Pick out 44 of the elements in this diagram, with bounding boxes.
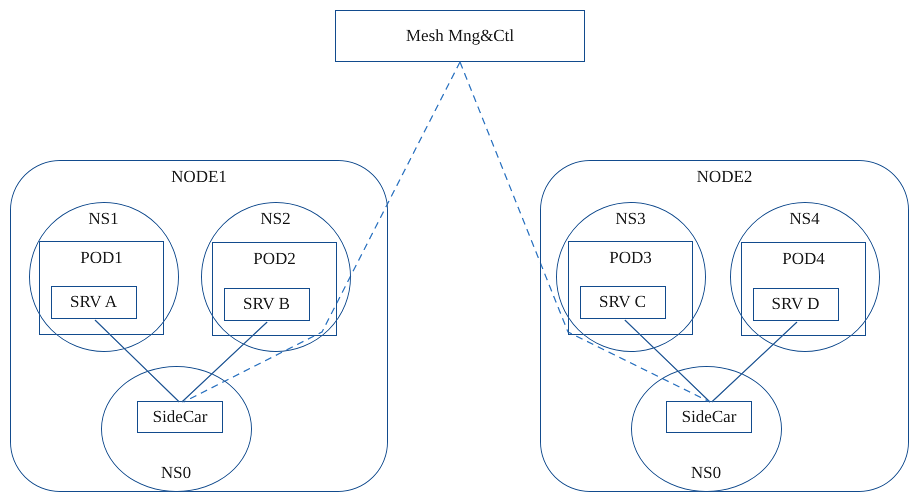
node-label: NS0 [690,462,722,482]
connector-line [711,322,798,402]
node-label: SRV B [243,294,290,314]
box [224,288,310,320]
namespace-ellipse [556,202,706,352]
box [741,242,866,336]
node-label: NODE2 [696,167,752,187]
node-label: NS4 [789,208,820,228]
node-label: SRV A [70,292,117,312]
node-label: Mesh Mng&Ctl [406,26,514,46]
node-label: NS2 [260,208,291,228]
connector-line [624,320,710,402]
box [39,241,164,335]
box [580,286,666,318]
box [666,401,752,433]
node-label: NS1 [88,208,119,228]
box [752,288,838,320]
dashed-connector [183,62,461,403]
box [568,241,693,335]
node-label: NODE1 [171,167,227,187]
connector-line [94,320,180,402]
node-label: POD3 [609,248,652,268]
node-label: POD2 [253,249,296,269]
node-label: NS3 [615,208,646,228]
box [212,242,337,336]
node-label: POD1 [80,248,123,268]
namespace-ellipse [28,202,178,352]
box [137,401,223,433]
namespace-ellipse [730,202,880,352]
namespace-ellipse [630,366,782,492]
dashed-connector [459,62,710,403]
namespace-ellipse [200,202,350,352]
host-node-box [540,160,909,492]
box [335,10,585,62]
node-label: SideCar [682,406,736,426]
node-label: NS0 [160,462,192,482]
node-label: SRV C [599,292,646,312]
node-label: SideCar [152,406,208,426]
node-label: SRV D [772,294,820,314]
node-label: POD4 [782,249,825,269]
host-node-box [10,160,388,492]
namespace-ellipse [100,366,252,492]
box [50,286,136,318]
connector-line [181,322,268,402]
